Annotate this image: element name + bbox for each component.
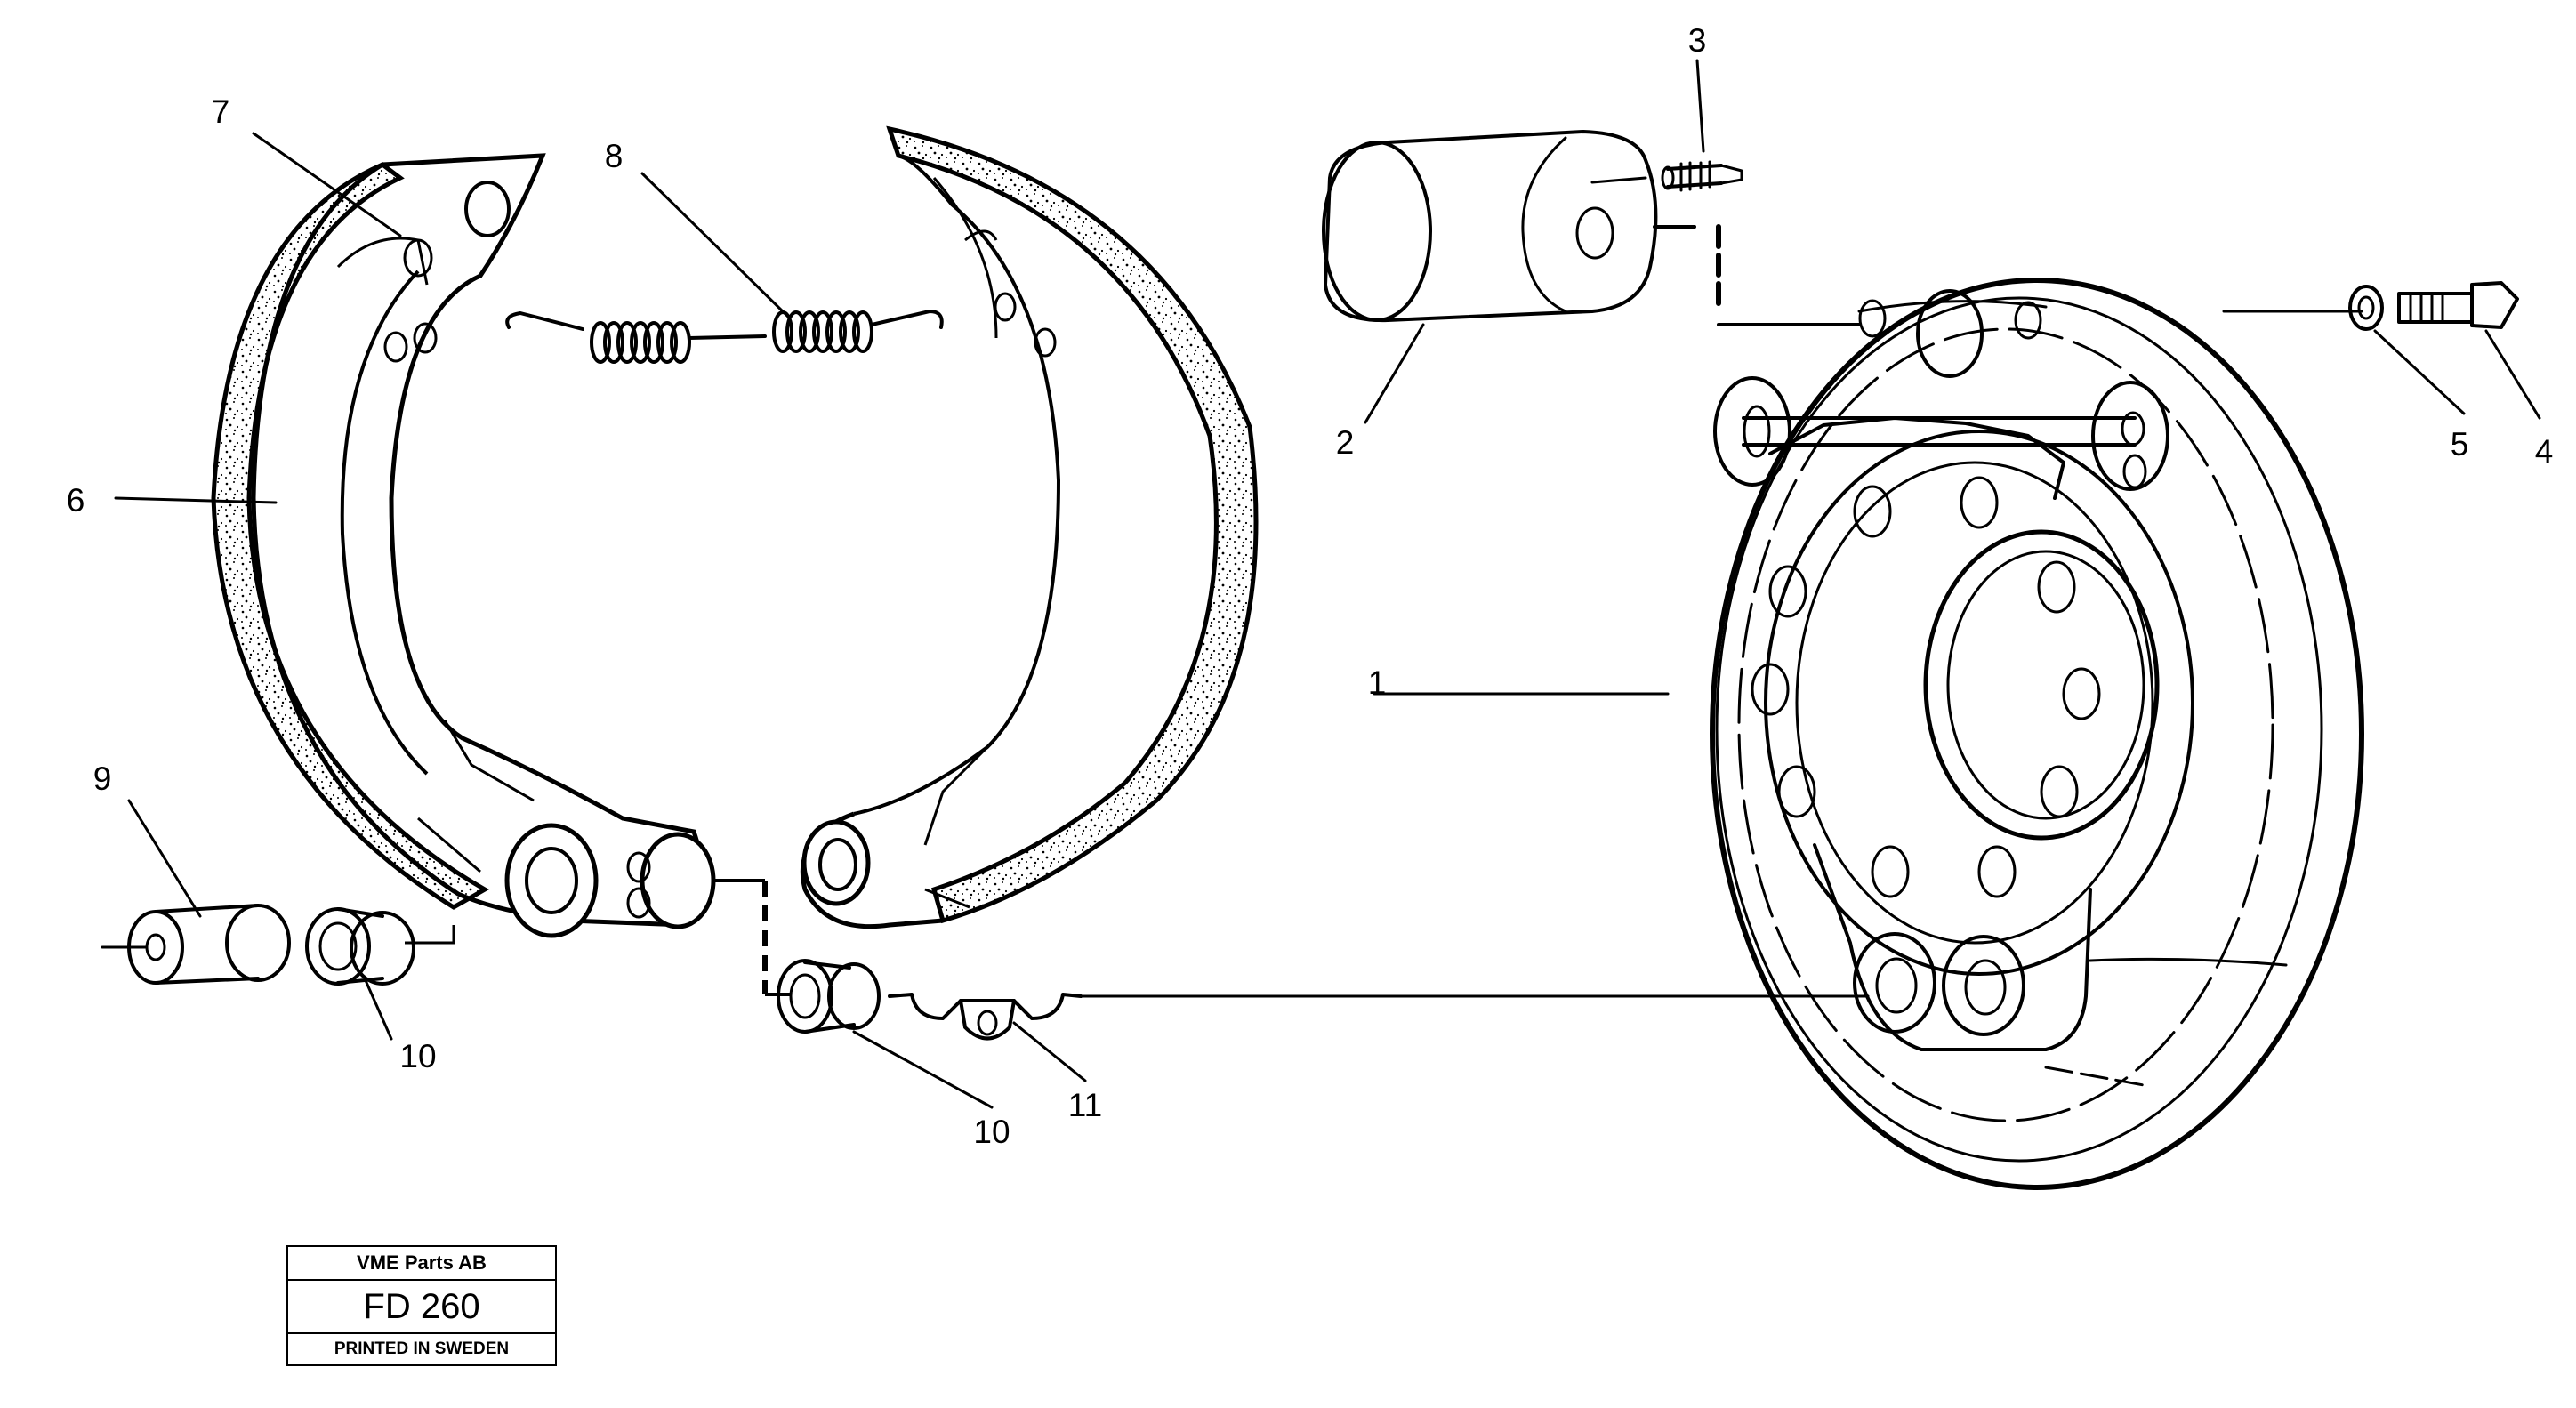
pin — [101, 904, 291, 985]
bushing-right — [777, 959, 881, 1034]
drawing-number: FD 260 — [288, 1281, 555, 1334]
callout-10-right: 10 — [973, 1114, 1010, 1150]
retainer-clip — [888, 993, 1870, 1041]
backing-plate — [1710, 278, 2364, 1190]
callout-11: 11 — [1068, 1087, 1102, 1123]
callout-3: 3 — [1688, 22, 1707, 59]
leader-lines — [114, 59, 2541, 1109]
callout-labels: 1 2 3 4 5 6 7 8 9 10 10 11 — [67, 22, 2554, 1150]
bushing-left — [305, 907, 415, 986]
return-springs — [505, 310, 944, 364]
washer — [2348, 285, 2384, 331]
callout-10-left: 10 — [399, 1038, 436, 1074]
printed-note: PRINTED IN SWEDEN — [334, 1340, 510, 1358]
brake-shoe-right — [800, 125, 1259, 929]
callout-2: 2 — [1336, 424, 1355, 461]
bolt — [2222, 281, 2519, 329]
title-block: VME Parts AB FD 260 PRINTED IN SWEDEN — [286, 1245, 557, 1366]
callout-9: 9 — [93, 760, 112, 797]
company-name: VME Parts AB — [288, 1247, 555, 1281]
callout-1: 1 — [1368, 664, 1387, 701]
callout-5: 5 — [2451, 426, 2469, 463]
callout-7: 7 — [212, 93, 230, 130]
brake-shoe-left — [211, 153, 792, 996]
callout-4: 4 — [2535, 433, 2554, 470]
wheel-cylinder — [1322, 130, 1861, 326]
bleed-screw — [1661, 160, 1743, 192]
callout-8: 8 — [605, 138, 624, 174]
callout-6: 6 — [67, 482, 85, 519]
